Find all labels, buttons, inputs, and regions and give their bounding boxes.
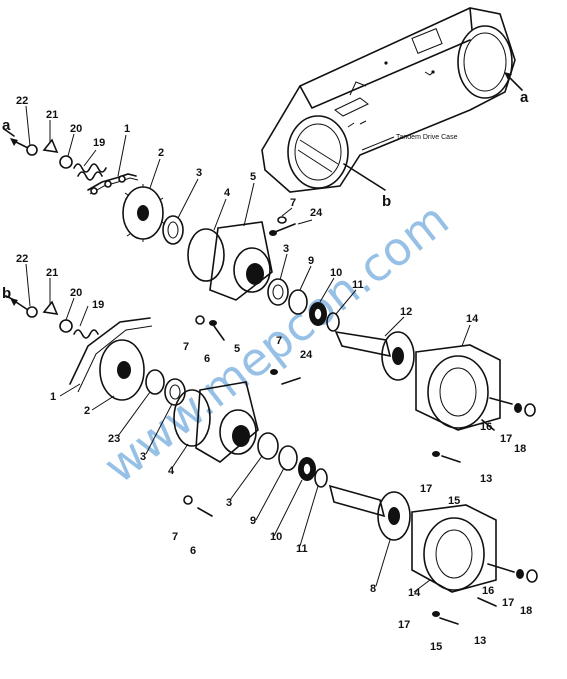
callout-3b: 3 bbox=[283, 243, 289, 255]
callout-12: 12 bbox=[400, 306, 412, 318]
callout-6b: 6 bbox=[190, 545, 196, 557]
callout-21: 21 bbox=[46, 109, 58, 121]
callout-16: 16 bbox=[480, 421, 492, 433]
callout-8: 8 bbox=[370, 583, 376, 595]
callout-11: 11 bbox=[352, 279, 364, 291]
callout-22: 22 bbox=[16, 95, 28, 107]
callout-9: 9 bbox=[308, 255, 314, 267]
callout-17d: 17 bbox=[398, 619, 410, 631]
leader-lines bbox=[25, 105, 471, 593]
tandem-drive-case-caption: Tandem Drive Case bbox=[396, 134, 458, 141]
callout-16b: 16 bbox=[482, 585, 494, 597]
callout-15b: 15 bbox=[430, 641, 442, 653]
callout-1: 1 bbox=[124, 123, 130, 135]
callout-4: 4 bbox=[224, 187, 231, 199]
callout-14: 14 bbox=[466, 313, 479, 325]
callout-20: 20 bbox=[70, 123, 82, 135]
ref-a-case: a bbox=[520, 89, 529, 106]
callout-3: 3 bbox=[196, 167, 202, 179]
callout-17: 17 bbox=[500, 433, 512, 445]
callout-20b: 20 bbox=[70, 287, 82, 299]
lower-assembly bbox=[10, 298, 538, 625]
tandem-drive-case bbox=[261, 7, 516, 193]
callout-14b: 14 bbox=[408, 587, 421, 599]
callout-13: 13 bbox=[480, 473, 492, 485]
callout-17c: 17 bbox=[502, 597, 514, 609]
callout-19b: 19 bbox=[92, 299, 104, 311]
callout-17b: 17 bbox=[420, 483, 432, 495]
callout-7b: 7 bbox=[183, 341, 189, 353]
callout-19: 19 bbox=[93, 137, 105, 149]
upper-assembly bbox=[10, 138, 536, 463]
callout-6: 6 bbox=[204, 353, 210, 365]
callout-5b: 5 bbox=[234, 343, 240, 355]
callout-1b: 1 bbox=[50, 391, 56, 403]
ref-a-left: a bbox=[2, 117, 11, 134]
callout-3c: 3 bbox=[140, 451, 146, 463]
callout-7d: 7 bbox=[172, 531, 178, 543]
callout-4b: 4 bbox=[168, 465, 175, 477]
callout-24: 24 bbox=[310, 207, 323, 219]
callout-13b: 13 bbox=[474, 635, 486, 647]
callout-15: 15 bbox=[448, 495, 460, 507]
callout-2: 2 bbox=[158, 147, 164, 159]
callout-24b: 24 bbox=[300, 349, 313, 361]
callout-10b: 10 bbox=[270, 531, 282, 543]
callout-18b: 18 bbox=[520, 605, 532, 617]
callout-2b: 2 bbox=[84, 405, 90, 417]
callout-10: 10 bbox=[330, 267, 342, 279]
callout-18: 18 bbox=[514, 443, 526, 455]
ref-b-case: b bbox=[382, 193, 391, 210]
callout-9b: 9 bbox=[250, 515, 256, 527]
callout-11b: 11 bbox=[296, 543, 308, 555]
ref-b-left: b bbox=[2, 285, 11, 302]
callout-3d: 3 bbox=[226, 497, 232, 509]
callout-7: 7 bbox=[290, 197, 296, 209]
callout-23: 23 bbox=[108, 433, 120, 445]
callout-labels: 22 21 20 19 1 2 3 4 5 7 24 3 9 10 11 12 … bbox=[16, 95, 532, 653]
callout-5: 5 bbox=[250, 171, 256, 183]
callout-7c: 7 bbox=[276, 335, 282, 347]
callout-22b: 22 bbox=[16, 253, 28, 265]
callout-21b: 21 bbox=[46, 267, 58, 279]
